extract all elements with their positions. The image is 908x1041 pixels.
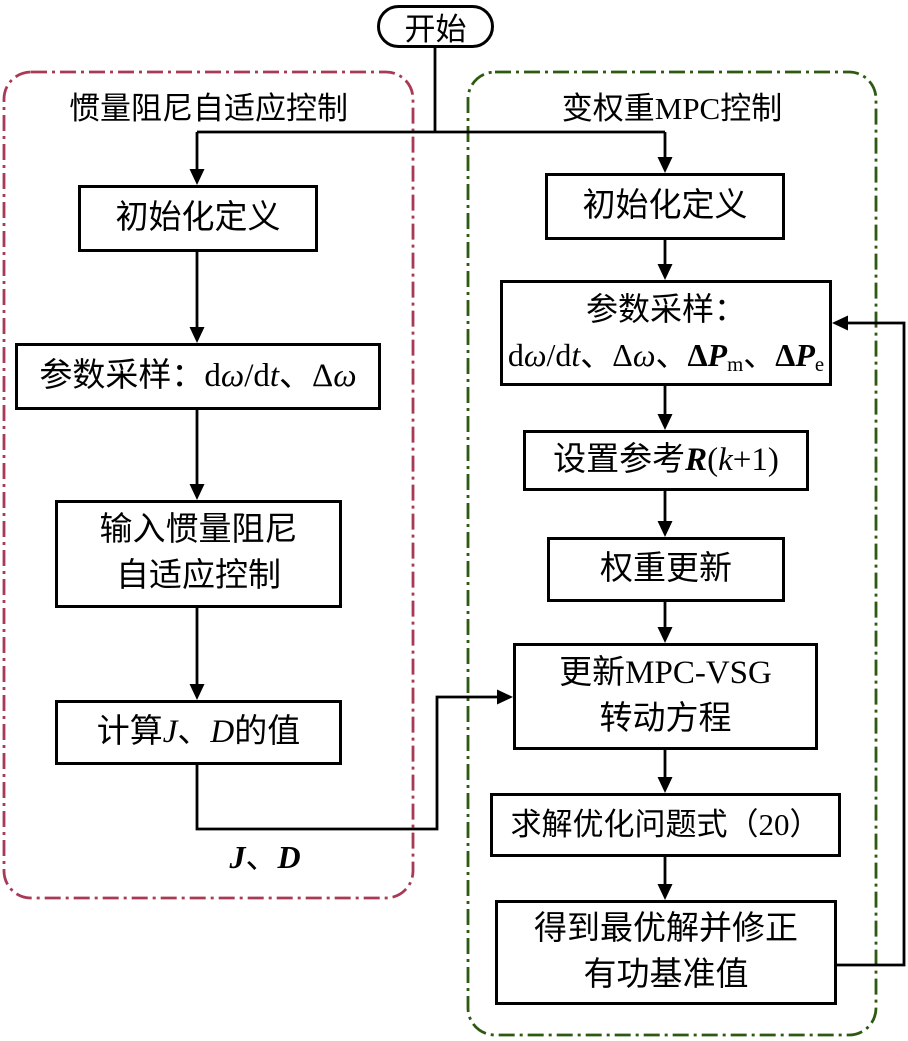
weight-box: 权重更新 xyxy=(547,537,785,602)
left-sample-label: 参数采样：dω/dt、Δω xyxy=(39,357,357,394)
solve-label: 求解优化问题式（20） xyxy=(510,806,821,842)
start-node: 开始 xyxy=(377,5,494,48)
left-panel-border xyxy=(2,70,415,900)
arrowhead-update xyxy=(657,627,673,643)
arrowhead-left-init xyxy=(189,169,205,185)
left-calc-label: 计算J、D的值 xyxy=(96,713,301,750)
arrowhead-reference xyxy=(657,414,673,430)
left-input-line2: 自适应控制 xyxy=(116,558,281,594)
reference-label: 设置参考R(k+1) xyxy=(553,441,779,478)
arrowhead-left-calc xyxy=(189,684,205,700)
weight-label: 权重更新 xyxy=(600,550,732,587)
left-input-line1: 输入惯量阻尼 xyxy=(99,512,298,549)
right-init-box: 初始化定义 xyxy=(545,173,785,240)
arrowhead-right-init xyxy=(657,157,673,173)
calc-to-update-line xyxy=(195,695,499,831)
result-box: 得到最优解并修正 有功基准值 xyxy=(495,900,837,1005)
update-box: 更新MPC-VSG 转动方程 xyxy=(513,643,818,750)
update-line2: 转动方程 xyxy=(599,700,732,737)
right-sample-line2: dω/dt、Δω、ΔPm、ΔPe xyxy=(507,337,825,377)
solve-box: 求解优化问题式（20） xyxy=(490,793,841,857)
right-panel-title: 变权重MPC控制 xyxy=(561,91,783,126)
left-init-box: 初始化定义 xyxy=(78,185,318,252)
right-sample-line1: 参数采样： xyxy=(585,290,746,327)
right-sample-box: 参数采样： dω/dt、Δω、ΔPm、ΔPe xyxy=(500,280,832,386)
result-line2: 有功基准值 xyxy=(583,956,749,993)
reference-box: 设置参考R(k+1) xyxy=(523,430,809,491)
left-input-box: 输入惯量阻尼 自适应控制 xyxy=(55,500,342,608)
right-panel-border xyxy=(466,70,878,1037)
jd-output-label: J、D xyxy=(229,839,301,875)
right-init-label: 初始化定义 xyxy=(582,187,748,224)
arrowhead-into-update xyxy=(497,689,513,705)
left-calc-box: 计算J、D的值 xyxy=(55,700,342,765)
arrowhead-solve xyxy=(657,777,673,793)
left-sample-box: 参数采样：dω/dt、Δω xyxy=(15,343,381,410)
left-init-label: 初始化定义 xyxy=(115,199,281,236)
arrowhead-result xyxy=(657,884,673,900)
left-panel-title: 惯量阻尼自适应控制 xyxy=(69,91,348,126)
start-label: 开始 xyxy=(404,12,467,47)
result-line1: 得到最优解并修正 xyxy=(534,910,798,947)
update-line1: 更新MPC-VSG xyxy=(559,654,772,691)
arrowhead-left-sample xyxy=(189,327,205,343)
arrowhead-feedback xyxy=(832,315,848,331)
feedback-line xyxy=(837,321,906,967)
arrowhead-weight xyxy=(657,521,673,537)
arrowhead-left-input xyxy=(189,484,205,500)
connector-lines xyxy=(195,47,906,967)
arrowheads xyxy=(189,157,848,900)
arrowhead-right-sample xyxy=(657,264,673,280)
